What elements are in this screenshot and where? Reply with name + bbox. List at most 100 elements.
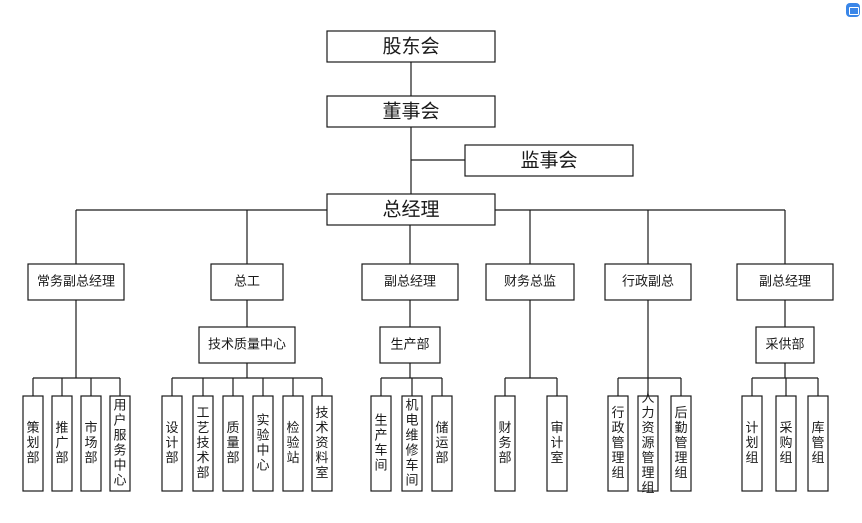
unit-node-3-0: 财务部 [494,395,516,492]
unit-node-4-0: 行政管理组 [607,395,629,492]
manager-node-5-label: 副总经理 [759,275,811,290]
unit-node-4-1: 人力资源管理组 [637,391,659,496]
unit-node-0-2-box [80,395,102,492]
supervisory-board-label: 监事会 [520,150,577,172]
shareholders-meeting: 股东会 [326,30,496,63]
unit-node-0-2: 市场部 [80,395,102,492]
sub-department-1-label: 技术质量中心 [208,338,286,353]
manager-node-4: 行政副总 [604,263,692,301]
sub-department-1-box [198,326,296,364]
unit-node-4-1-box [637,395,659,492]
unit-node-5-1-box [775,395,797,492]
manager-node-3: 财务总监 [485,263,575,301]
unit-node-1-1-label: 工艺技术部 [196,406,209,481]
manager-node-4-box [604,263,692,301]
manager-node-2-label: 副总经理 [384,275,436,290]
manager-node-2: 副总经理 [361,263,459,301]
manager-node-0: 常务副总经理 [27,263,125,301]
unit-node-1-2-label: 质量部 [226,421,239,466]
unit-node-4-2-label: 后勤管理组 [674,406,687,481]
unit-node-0-0-label: 策划部 [26,420,39,466]
manager-node-3-box [485,263,575,301]
manager-node-5: 副总经理 [736,263,834,301]
unit-node-0-3-label: 用户服务中心 [113,399,126,489]
manager-node-5-box [736,263,834,301]
unit-node-2-2-label: 储运部 [435,421,448,466]
unit-node-0-1: 推广部 [51,395,73,492]
unit-node-2-2-box [431,395,453,492]
unit-node-3-0-label: 财务部 [498,421,511,466]
sub-department-2-label: 生产部 [390,338,429,353]
unit-node-0-3-box [109,395,131,492]
manager-node-1-box [210,263,284,301]
unit-node-1-5: 技术资料室 [311,395,333,492]
unit-node-3-1-box [546,395,568,492]
sub-department-5-label: 采供部 [765,338,804,353]
manager-node-3-label: 财务总监 [504,274,556,290]
unit-node-1-1: 工艺技术部 [192,395,214,492]
board-of-directors: 董事会 [326,95,496,128]
sub-department-2: 生产部 [379,326,441,364]
unit-node-4-2: 后勤管理组 [670,395,692,492]
shareholders-meeting-label: 股东会 [382,36,439,58]
shareholders-meeting-box [326,30,496,63]
board-of-directors-box [326,95,496,128]
unit-node-5-2-box [807,395,829,492]
unit-node-0-2-label: 市场部 [84,420,97,466]
sub-department-1: 技术质量中心 [198,326,296,364]
unit-node-2-1: 机电维修车间 [401,395,423,492]
unit-node-0-0-box [22,395,44,492]
unit-node-4-0-box [607,395,629,492]
sub-department-2-box [379,326,441,364]
unit-node-1-2: 质量部 [222,395,244,492]
manager-node-4-label: 行政副总 [622,275,674,290]
unit-node-5-2: 库管组 [807,395,829,492]
supervisory-board: 监事会 [464,144,634,177]
unit-node-1-4-label: 检验站 [286,421,299,466]
unit-node-0-3: 用户服务中心 [109,395,131,492]
unit-node-5-2-label: 库管组 [811,420,824,466]
connector-lines [32,62,819,396]
unit-node-1-2-box [222,395,244,492]
unit-node-1-3-label: 实验中心 [256,414,269,474]
unit-node-2-0-label: 生产车间 [374,414,387,474]
unit-node-3-0-box [494,395,516,492]
unit-node-4-0-label: 行政管理组 [611,406,624,481]
unit-node-5-0-label: 计划组 [745,421,758,466]
unit-node-3-1-label: 审计室 [550,421,563,466]
unit-node-5-1-label: 采购组 [779,421,792,466]
unit-node-1-4-box [282,395,304,492]
unit-node-1-0-box [161,395,183,492]
unit-node-5-0: 计划组 [741,395,763,492]
unit-node-1-3: 实验中心 [252,395,274,492]
manager-node-1-label: 总工 [234,275,260,290]
general-manager-label: 总经理 [382,199,439,221]
sub-department-5-box [755,326,815,364]
manager-node-1: 总工 [210,263,284,301]
corner-app-icon[interactable] [846,3,860,17]
sub-department-5: 采供部 [755,326,815,364]
unit-node-2-2: 储运部 [431,395,453,492]
unit-node-5-1: 采购组 [775,395,797,492]
manager-node-2-box [361,263,459,301]
unit-node-2-0: 生产车间 [370,395,392,492]
unit-node-5-0-box [741,395,763,492]
unit-node-1-5-box [311,395,333,492]
unit-node-1-1-box [192,395,214,492]
unit-node-4-2-box [670,395,692,492]
board-of-directors-label: 董事会 [382,101,439,123]
unit-node-2-1-box [401,395,423,492]
general-manager-box [326,193,496,226]
unit-node-1-4: 检验站 [282,395,304,492]
unit-node-1-3-box [252,395,274,492]
unit-node-1-0-label: 设计部 [165,421,178,466]
supervisory-board-box [464,144,634,177]
unit-node-4-1-label: 人力资源管理组 [641,391,654,496]
unit-node-0-1-label: 推广部 [55,421,68,466]
unit-node-0-0: 策划部 [22,395,44,492]
unit-node-0-1-box [51,395,73,492]
general-manager: 总经理 [326,193,496,226]
unit-node-1-5-label: 技术资料室 [315,406,328,481]
